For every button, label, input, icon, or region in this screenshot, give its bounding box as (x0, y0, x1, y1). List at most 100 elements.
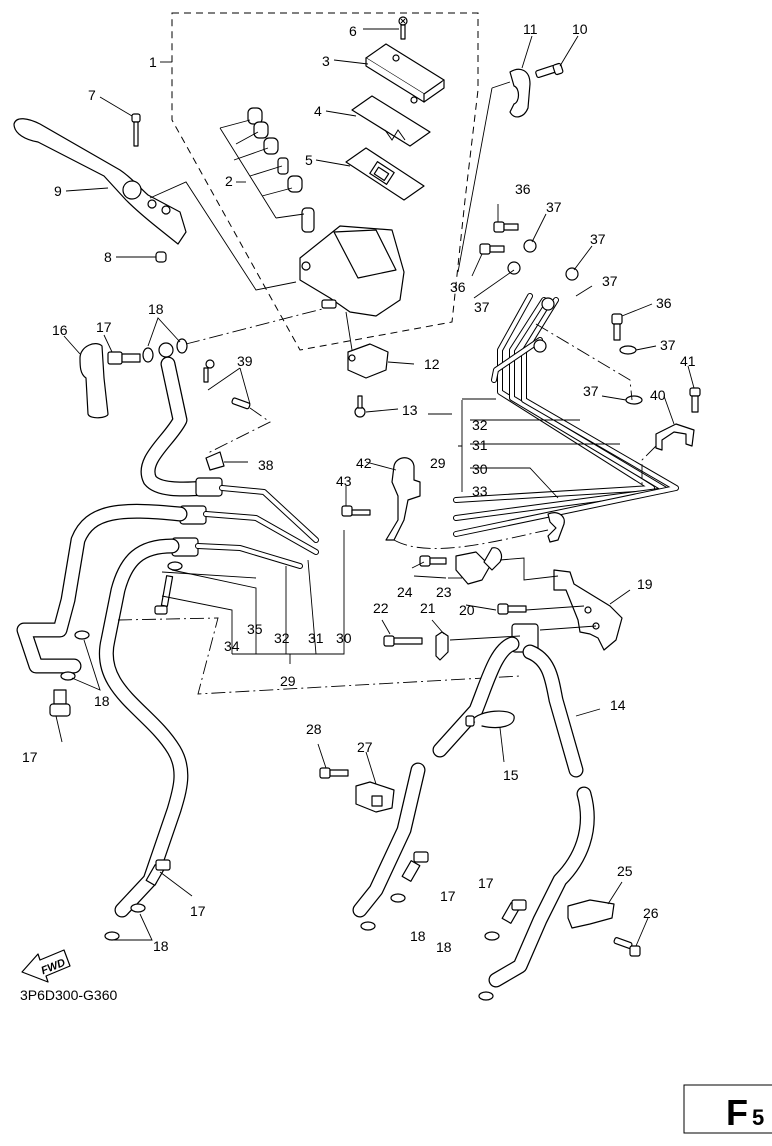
callout-13[interactable]: 13 (402, 402, 418, 418)
callout-18-right[interactable]: 18 (436, 939, 452, 955)
callout-14[interactable]: 14 (610, 697, 626, 713)
callout-42[interactable]: 42 (356, 455, 372, 471)
holder-bolt-26[interactable] (613, 937, 641, 957)
callout-3[interactable]: 3 (322, 53, 330, 69)
callout-6[interactable]: 6 (349, 23, 357, 39)
banjo-bolt-cover[interactable] (79, 343, 109, 419)
callout-18-left[interactable]: 18 (94, 693, 110, 709)
copper-washers-mid-lower[interactable] (360, 893, 406, 931)
callout-17-left[interactable]: 17 (22, 749, 38, 765)
callout-27[interactable]: 27 (357, 739, 373, 755)
callout-9[interactable]: 9 (54, 183, 62, 199)
callout-29-lower[interactable]: 29 (280, 673, 296, 689)
hose-band-15[interactable] (465, 710, 515, 729)
cap-screw[interactable] (398, 16, 408, 40)
callout-19[interactable]: 19 (637, 576, 653, 592)
brake-hose-right-short[interactable] (352, 636, 520, 918)
bracket-bolt-20[interactable] (497, 603, 527, 615)
callout-22[interactable]: 22 (373, 600, 389, 616)
copper-washers-left-lower[interactable] (104, 903, 146, 941)
joint-bracket[interactable] (553, 569, 623, 651)
callout-28[interactable]: 28 (306, 721, 322, 737)
hose-joint-lower[interactable] (171, 537, 303, 569)
callout-35[interactable]: 35 (247, 621, 263, 637)
master-cylinder-body[interactable] (299, 225, 405, 317)
hose-clip-23[interactable] (455, 547, 503, 585)
hose-joint-upper[interactable] (195, 477, 319, 543)
callout-31-upper[interactable]: 31 (472, 437, 488, 453)
callout-17-right[interactable]: 17 (478, 875, 494, 891)
callout-17-lower-left[interactable]: 17 (190, 903, 206, 919)
hose-holder-27[interactable] (355, 781, 395, 813)
callout-16[interactable]: 16 (52, 322, 68, 338)
brake-light-switch[interactable] (347, 343, 389, 379)
callout-4[interactable]: 4 (314, 103, 322, 119)
brake-hose-left-lower[interactable] (98, 538, 189, 918)
brake-pipe-bundle[interactable] (453, 293, 679, 537)
holder-bolt[interactable] (535, 62, 564, 79)
callout-20[interactable]: 20 (459, 602, 475, 618)
holder-bolt-28[interactable] (319, 767, 349, 779)
callout-41[interactable]: 41 (680, 353, 696, 369)
brake-hose-left-upper[interactable] (16, 503, 188, 674)
guide-screws[interactable] (203, 359, 251, 410)
pipe-clip-right[interactable] (547, 512, 565, 543)
union-bolt-upper[interactable] (107, 351, 141, 365)
piston-kit[interactable] (247, 107, 315, 233)
callout-29-upper[interactable]: 29 (430, 455, 446, 471)
master-cylinder-holder[interactable] (509, 68, 531, 118)
callout-34[interactable]: 34 (224, 638, 240, 654)
hose-joint-bracket[interactable] (435, 631, 449, 661)
union-bolt-36a[interactable] (493, 221, 519, 233)
copper-washers-right-lower[interactable] (478, 931, 500, 1001)
callout-37-c[interactable]: 37 (602, 273, 618, 289)
pipe-clamp-40[interactable] (655, 423, 695, 451)
reservoir-cap[interactable] (365, 43, 445, 104)
union-bolt-left-lower[interactable] (145, 859, 171, 886)
callout-21[interactable]: 21 (420, 600, 436, 616)
callout-18-lower-left[interactable]: 18 (153, 938, 169, 954)
hose-holder-25[interactable] (567, 899, 615, 929)
callout-30-upper[interactable]: 30 (472, 461, 488, 477)
callout-24[interactable]: 24 (397, 584, 413, 600)
lever-pivot-nut[interactable] (155, 251, 167, 263)
joint-washer[interactable] (167, 561, 183, 571)
callout-17-upper[interactable]: 17 (96, 319, 112, 335)
callout-36-b[interactable]: 36 (450, 279, 466, 295)
callout-18-mid[interactable]: 18 (410, 928, 426, 944)
callout-8[interactable]: 8 (104, 249, 112, 265)
callout-7[interactable]: 7 (88, 87, 96, 103)
callout-31-lower[interactable]: 31 (308, 630, 324, 646)
callout-40[interactable]: 40 (650, 387, 666, 403)
callout-17-mid[interactable]: 17 (440, 888, 456, 904)
union-bolt-left[interactable] (49, 689, 71, 717)
callout-32-lower[interactable]: 32 (274, 630, 290, 646)
callout-39[interactable]: 39 (237, 353, 253, 369)
callout-2[interactable]: 2 (225, 173, 233, 189)
callout-32-upper[interactable]: 32 (472, 417, 488, 433)
callout-43[interactable]: 43 (336, 473, 352, 489)
callout-37-b[interactable]: 37 (590, 231, 606, 247)
callout-12[interactable]: 12 (424, 356, 440, 372)
union-bolt-36b[interactable] (479, 243, 505, 255)
callout-36-a[interactable]: 36 (515, 181, 531, 197)
callout-5[interactable]: 5 (305, 152, 313, 168)
callout-33[interactable]: 33 (472, 483, 488, 499)
lever-pivot-bolt[interactable] (131, 113, 141, 147)
callout-37-f[interactable]: 37 (583, 383, 599, 399)
pipe-clamp-42[interactable] (385, 457, 421, 541)
callout-23[interactable]: 23 (436, 584, 452, 600)
union-bolt-right-lower[interactable] (501, 899, 527, 924)
brake-hose-right-long[interactable] (488, 644, 595, 988)
callout-38[interactable]: 38 (258, 457, 274, 473)
clamp-bolt-43[interactable] (341, 505, 371, 517)
callout-18-upper[interactable]: 18 (148, 301, 164, 317)
clip-bolt-24[interactable] (419, 555, 447, 567)
switch-screw[interactable] (354, 395, 366, 418)
bracket-bolt-22[interactable] (383, 635, 423, 647)
callout-11[interactable]: 11 (523, 21, 538, 37)
callout-37-a[interactable]: 37 (546, 199, 562, 215)
callout-30-lower[interactable]: 30 (336, 630, 352, 646)
callout-15[interactable]: 15 (503, 767, 519, 783)
callout-36-c[interactable]: 36 (656, 295, 672, 311)
